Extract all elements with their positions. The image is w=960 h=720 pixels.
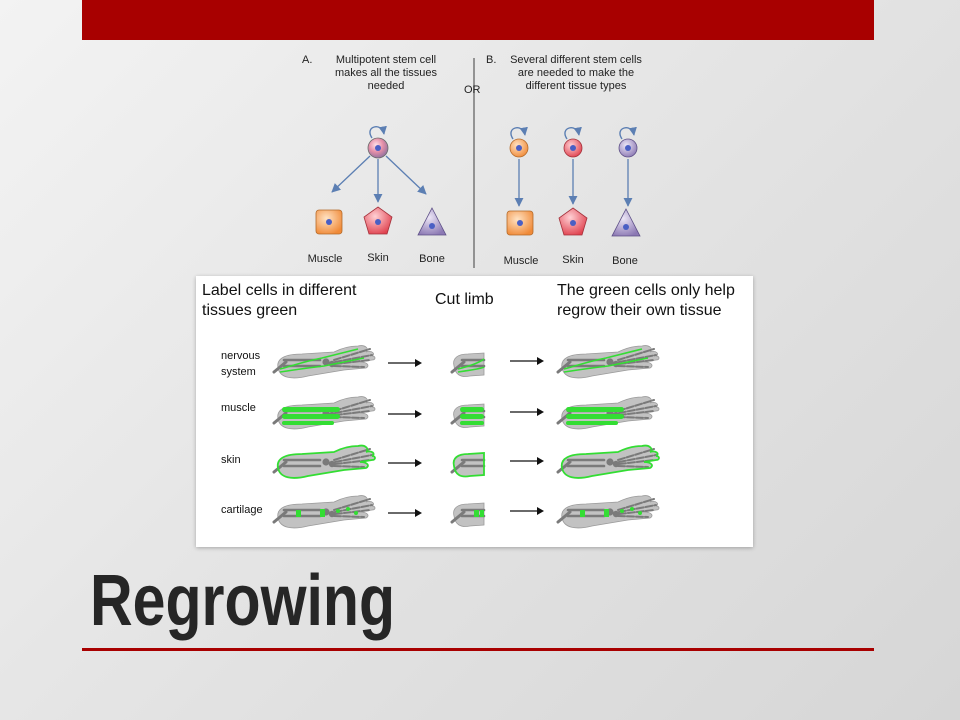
multipotent-stem-cell — [367, 125, 389, 159]
limb-stump-cartilage — [450, 502, 486, 527]
label-skin-b: Skin — [562, 254, 583, 266]
row-label-nervous-system: nervous system — [221, 350, 261, 378]
label-muscle-a: Muscle — [308, 253, 343, 265]
slide-title: Regrowing — [90, 561, 396, 641]
limb-labeled-cartilage — [272, 495, 376, 529]
label-bone-b: Bone — [612, 255, 638, 267]
limb-stump-nervous — [450, 352, 486, 377]
limb-regrown-cartilage — [556, 495, 660, 529]
limb-stump-skin — [450, 452, 486, 478]
experiment-panel: Label cells in different tissues green C… — [196, 276, 753, 547]
stem-cell-b-skin — [563, 126, 583, 158]
stem-cell-diagram-graphics: Muscle Skin Bone Muscle Skin Bone — [308, 58, 641, 268]
arrow-regrow-nervous — [510, 357, 544, 365]
arrow-regrow-muscle — [510, 408, 544, 416]
or-label: OR — [464, 84, 481, 96]
caption-a: A. Multipotent stem cell makes all the t… — [302, 54, 452, 93]
arrow-cut-muscle — [388, 410, 422, 418]
top-accent-bar — [82, 0, 874, 40]
limb-regrown-muscle — [556, 396, 660, 430]
header-cut-limb: Cut limb — [435, 291, 494, 308]
stem-cell-diagram: Muscle Skin Bone Muscle Skin Bone A. Mul… — [296, 46, 656, 276]
stem-cell-b-bone — [618, 126, 638, 158]
caption-b-tag: B. — [486, 54, 497, 66]
arrow-to-muscle — [331, 155, 371, 193]
row-label-cartilage: cartilage — [221, 504, 263, 516]
arrow-regrow-cartilage — [510, 507, 544, 515]
label-skin-a: Skin — [367, 252, 388, 264]
caption-b-text: Several different stem cells are needed … — [510, 54, 642, 92]
arrow-cut-cartilage — [388, 509, 422, 517]
label-bone-a: Bone — [419, 253, 445, 265]
arrow-to-bone — [385, 155, 427, 195]
self-renew-arrow — [369, 125, 387, 139]
row-label-muscle: muscle — [221, 402, 256, 414]
caption-b: B. Several different stem cells are need… — [486, 54, 646, 93]
stem-cell-b-muscle — [509, 126, 529, 158]
limb-labeled-muscle — [272, 396, 376, 430]
skin-cell-b — [558, 207, 588, 236]
label-muscle-b: Muscle — [504, 255, 539, 267]
muscle-cell-a — [315, 209, 343, 235]
limb-labeled-skin — [272, 444, 376, 479]
limb-stump-muscle — [450, 403, 486, 428]
limb-regrown-nervous — [556, 345, 660, 379]
arrow-cut-nervous — [388, 359, 422, 367]
header-label-cells: Label cells in different tissues green — [202, 282, 357, 319]
skin-cell-a — [363, 206, 393, 235]
header-green-cells: The green cells only help regrow their o… — [557, 282, 735, 319]
bone-cell-b — [611, 208, 641, 237]
muscle-cell-b — [506, 210, 534, 236]
title-underline — [82, 648, 874, 651]
bone-cell-a — [417, 207, 447, 236]
caption-a-tag: A. — [302, 54, 313, 66]
row-label-skin: skin — [221, 454, 241, 466]
limb-labeled-nervous — [272, 345, 376, 379]
caption-a-text: Multipotent stem cell makes all the tiss… — [334, 54, 438, 92]
arrow-regrow-skin — [510, 457, 544, 465]
arrow-cut-skin — [388, 459, 422, 467]
limb-regrown-skin — [556, 444, 660, 479]
